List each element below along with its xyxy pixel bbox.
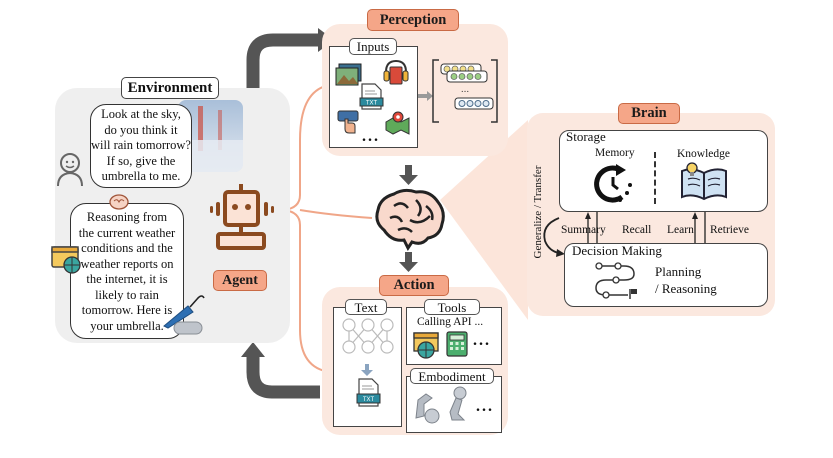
recall-label: Recall bbox=[622, 224, 652, 236]
arrow-to-environment-head bbox=[241, 342, 265, 357]
tools-ellipsis: ... bbox=[473, 332, 491, 349]
summary-label: Summary bbox=[561, 224, 606, 236]
generalize-transfer-label: Generalize / Transfer bbox=[532, 165, 544, 259]
txt-output-label: TXT bbox=[363, 397, 375, 403]
inputs-ellipsis: ... bbox=[362, 128, 380, 145]
agent-message-line: conditions and the bbox=[81, 241, 173, 255]
tools-label: Tools bbox=[424, 299, 480, 315]
agent-message-line: weather reports on bbox=[80, 256, 174, 271]
agent-message-line: your umbrella. bbox=[90, 318, 164, 333]
audio-input-icon bbox=[383, 59, 409, 85]
agent-message-line: the internet, it is bbox=[86, 272, 168, 286]
retrieve-label: Retrieve bbox=[710, 224, 749, 236]
arrow-perception-brain-head bbox=[399, 175, 418, 185]
user-message-line: do you think it bbox=[104, 122, 178, 137]
touch-input-icon bbox=[337, 110, 359, 134]
calling-api-label: Calling API ... bbox=[417, 316, 484, 328]
image-input-icon bbox=[335, 63, 362, 86]
environment-title: Environment bbox=[121, 77, 219, 99]
brain-icon bbox=[375, 188, 445, 251]
decision-making-label: Decision Making bbox=[572, 243, 662, 258]
agent-message-line: likely to rain bbox=[95, 287, 159, 302]
arrow-brain-action-head bbox=[399, 262, 418, 272]
user-speech-bubble: Look at the sky, do you think it will ra… bbox=[90, 104, 192, 188]
arrow-brain-action-shaft bbox=[405, 252, 412, 262]
umbrella-icon bbox=[163, 295, 205, 335]
text-action-label: Text bbox=[345, 299, 387, 315]
decision-making-box bbox=[564, 243, 768, 307]
txt-output-icon: TXT bbox=[356, 378, 381, 407]
user-icon bbox=[57, 153, 83, 187]
robot-arm-icon bbox=[415, 393, 440, 424]
brain-cone bbox=[440, 120, 528, 320]
user-message-line: Look at the sky, bbox=[101, 107, 181, 121]
agent-robot-icon bbox=[210, 184, 274, 250]
txt-file-label: TXT bbox=[366, 101, 378, 107]
token-embeddings-icon: ... bbox=[432, 59, 498, 123]
agent-message-line: Reasoning from bbox=[86, 210, 168, 224]
map-input-icon bbox=[385, 111, 410, 135]
arrow-to-perception bbox=[246, 33, 318, 92]
agent-message-line: the current weather bbox=[78, 225, 176, 240]
agent-message-line: tomorrow. Here is bbox=[81, 303, 173, 317]
robot-leg-icon bbox=[449, 386, 467, 421]
browser-globe-icon bbox=[51, 246, 81, 274]
user-message-line: umbrella to me. bbox=[101, 169, 181, 183]
agent-speech-bubble: Reasoning from the current weather condi… bbox=[70, 203, 184, 339]
perception-title: Perception bbox=[367, 9, 459, 31]
user-message-line: If so, give the bbox=[106, 153, 176, 168]
storage-box bbox=[559, 130, 768, 212]
learn-label: Learn bbox=[667, 224, 694, 236]
knowledge-book-icon bbox=[681, 162, 727, 201]
embodiment-ellipsis: ... bbox=[476, 398, 494, 415]
encode-arrow-icon bbox=[418, 91, 433, 101]
small-brain-icon bbox=[109, 194, 129, 210]
arrow-perception-brain-shaft bbox=[405, 165, 412, 175]
storage-label: Storage bbox=[566, 129, 606, 144]
planning-path-icon bbox=[595, 262, 637, 299]
reasoning-label: / Reasoning bbox=[655, 281, 717, 296]
action-title: Action bbox=[379, 275, 449, 296]
memory-icon bbox=[594, 164, 632, 203]
web-api-icon bbox=[413, 332, 439, 359]
embodiment-label: Embodiment bbox=[410, 368, 494, 384]
storage-divider bbox=[654, 152, 656, 204]
inputs-label: Inputs bbox=[349, 38, 397, 55]
arrow-to-environment bbox=[246, 355, 320, 399]
calculator-icon bbox=[446, 331, 468, 357]
memory-label: Memory bbox=[595, 147, 635, 159]
txt-file-icon: TXT bbox=[359, 83, 384, 110]
knowledge-label: Knowledge bbox=[677, 148, 731, 160]
brain-title: Brain bbox=[618, 103, 680, 124]
planning-label: Planning bbox=[655, 264, 702, 279]
svg-text:...: ... bbox=[461, 84, 469, 95]
neural-network-icon bbox=[342, 318, 394, 354]
down-arrow-icon bbox=[361, 364, 373, 376]
agent-to-brain-line bbox=[299, 209, 373, 219]
user-message-line: will rain tomorrow? bbox=[91, 138, 191, 152]
agent-label: Agent bbox=[213, 270, 267, 291]
